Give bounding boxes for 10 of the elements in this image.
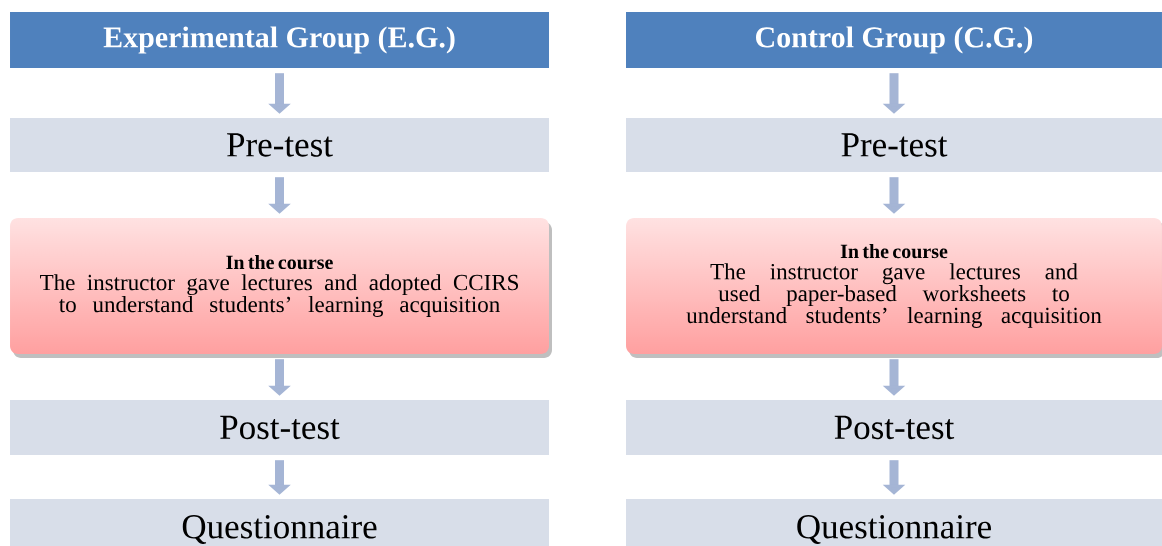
process-box: In the course The instructor gave lectures and adopted CCIRS to understand students’ learning acquisition (10, 218, 552, 358)
step-box: Questionnaire (626, 499, 1162, 546)
step-box: Post-test (10, 400, 549, 455)
step-box: Pre-test (10, 118, 549, 172)
process-box: In the course The instructor gave lectures and used paper-based worksheets to understand students’ learning acquisition (626, 218, 1162, 358)
step-box: Pre-test (626, 118, 1162, 172)
header-box: Control Group (C.G.) (626, 12, 1162, 68)
step-box: Questionnaire (10, 499, 549, 546)
step-box: Post-test (626, 400, 1162, 455)
header-box: Experimental Group (E.G.) (10, 12, 549, 68)
